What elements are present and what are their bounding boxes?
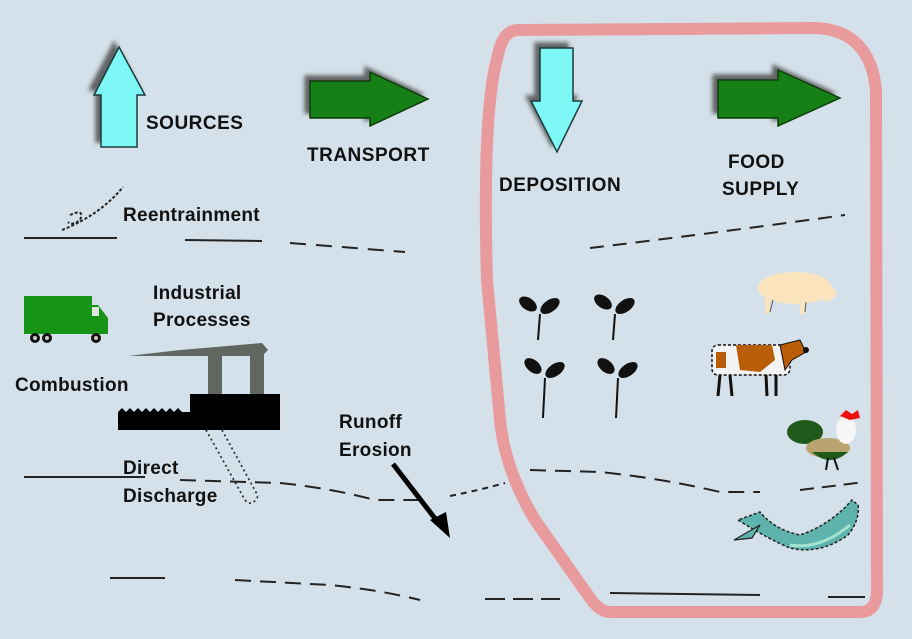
food-supply-label-line2: SUPPLY — [722, 179, 800, 200]
deposition-arrow-icon — [529, 47, 584, 154]
deposition-label: DEPOSITION — [499, 175, 622, 196]
factory-icon — [118, 343, 280, 430]
cow-icon — [711, 339, 809, 397]
transport-label: TRANSPORT — [307, 145, 430, 166]
transport-arrow-icon — [309, 70, 430, 128]
crops-icon — [519, 294, 638, 419]
runoff-arrow-icon — [391, 462, 450, 538]
air-ground-boundary-line — [24, 214, 846, 253]
direct-discharge-label-line2: Discharge — [123, 486, 218, 507]
truck-icon — [24, 296, 108, 343]
food-supply-label-line1: FOOD — [728, 152, 785, 173]
reentrainment-swirl-icon — [61, 186, 124, 231]
runoff-erosion-label-line2: Erosion — [339, 440, 412, 461]
discharge-pipe-icon — [205, 429, 259, 505]
fish-icon — [733, 498, 860, 551]
pig-icon — [758, 272, 836, 314]
food-supply-arrow-icon — [717, 68, 842, 128]
runoff-erosion-label-line1: Runoff — [339, 412, 402, 433]
sources-arrow-icon — [92, 45, 147, 148]
wheat-plant — [594, 294, 635, 341]
rooster-icon — [787, 410, 860, 471]
wheat-plant — [519, 296, 560, 341]
groundwater-line — [110, 577, 865, 601]
combustion-label: Combustion — [15, 375, 129, 396]
sources-label: SOURCES — [146, 113, 244, 134]
surface-water-line — [24, 469, 866, 501]
wheat-plant — [524, 358, 565, 419]
industrial-processes-label-line1: Industrial — [153, 283, 242, 304]
wheat-plant — [597, 358, 638, 419]
industrial-processes-label-line2: Processes — [153, 310, 251, 331]
food-chain-highlight-outline — [479, 22, 883, 618]
direct-discharge-label-line1: Direct — [123, 458, 179, 479]
reentrainment-label: Reentrainment — [123, 205, 260, 226]
